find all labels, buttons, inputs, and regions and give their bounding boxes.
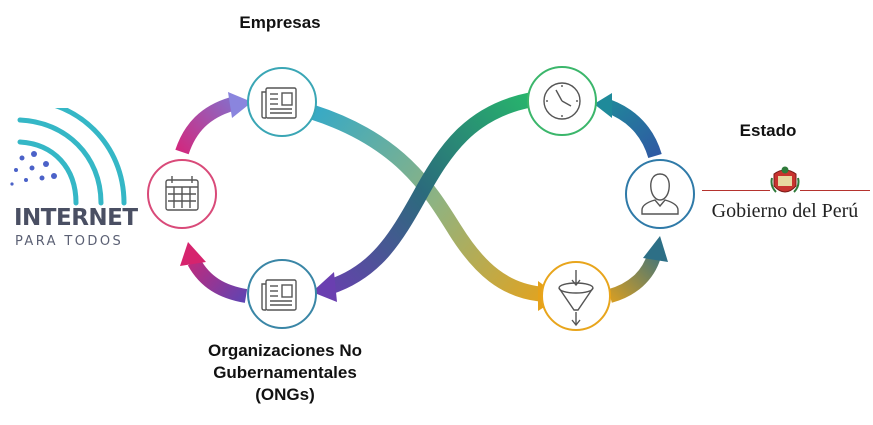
empresas-node xyxy=(247,67,317,137)
flow-band-teal-gold xyxy=(309,104,542,302)
calendar-node xyxy=(147,159,217,229)
user-node xyxy=(625,159,695,229)
ongs-label-line2: Gubernamentales xyxy=(213,363,357,383)
gobierno-peru-logo: Gobierno del Perú xyxy=(700,160,870,230)
flow-band-green-purple xyxy=(327,92,532,295)
flow-arc-calendar-empresas xyxy=(175,97,235,155)
arrow-head-user xyxy=(643,236,668,262)
user-icon xyxy=(641,173,679,215)
arrow-head-empresas xyxy=(228,92,252,118)
wifi-signal-icon xyxy=(10,108,127,206)
ongs-node xyxy=(247,259,317,329)
flow-arc-funnel-user xyxy=(607,253,661,303)
logo-word-internet: INTERNET xyxy=(14,205,138,231)
empresas-label: Empresas xyxy=(239,13,321,32)
peru-coat-of-arms-icon xyxy=(770,166,800,198)
funnel-icon xyxy=(558,270,594,327)
flow-arc-user-clock xyxy=(605,99,662,159)
ongs-label-line3: (ONGs) xyxy=(255,385,315,405)
clock-node xyxy=(527,66,597,136)
arrow-head-clock xyxy=(594,93,612,118)
ongs-label: Organizaciones No Gubernamentales (ONGs) xyxy=(160,340,410,406)
arrow-head-ongs xyxy=(312,272,337,302)
flow-arc-ongs-calendar xyxy=(187,258,248,303)
newspaper-icon xyxy=(261,87,297,119)
newspaper-icon xyxy=(261,279,297,311)
estado-label: Estado xyxy=(739,121,797,140)
clock-icon xyxy=(543,82,581,120)
internet-para-todos-logo: INTERNET PARA TODOS xyxy=(6,108,146,258)
logo-word-para-todos: PARA TODOS xyxy=(15,234,124,249)
arrow-head-calendar xyxy=(180,242,206,266)
ongs-label-line1: Organizaciones No xyxy=(208,341,362,360)
funnel-node xyxy=(541,261,611,331)
logo-text-gobierno: Gobierno del Perú xyxy=(711,200,859,222)
calendar-icon xyxy=(165,176,199,211)
